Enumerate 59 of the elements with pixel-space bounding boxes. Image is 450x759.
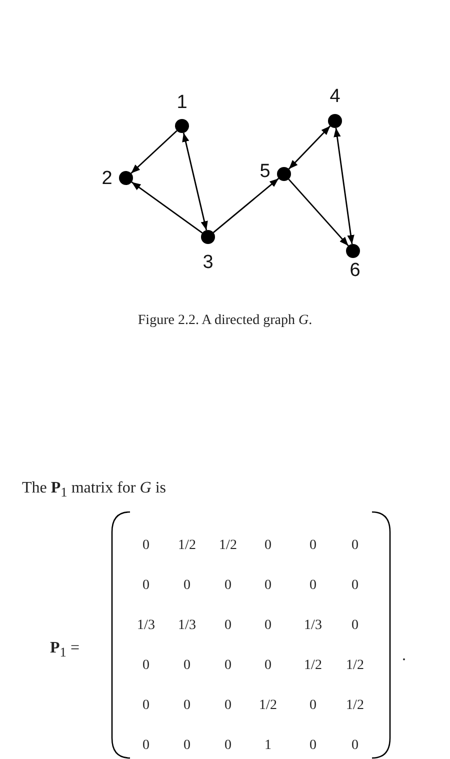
matrix-entry: 0 [224, 578, 232, 594]
matrix-entry: 0 [184, 738, 190, 754]
matrix-entry: 0 [310, 538, 316, 554]
matrix-entry: 0 [264, 578, 272, 594]
period: . [402, 647, 406, 665]
matrix-entry: 0 [142, 578, 150, 594]
vertex-number: 3 [202, 252, 214, 274]
arrow [131, 182, 203, 234]
matrix-entry: 0 [310, 738, 316, 754]
vertex-dot [175, 119, 189, 133]
arrow [182, 132, 208, 230]
matrix-entry: 0 [224, 738, 232, 754]
matrix-entry: 0 [352, 738, 358, 754]
matrix-entry: 1/2 [259, 698, 277, 714]
matrix-entry: 0 [264, 538, 272, 554]
matrix-entry: 0 [184, 578, 190, 594]
vertex-number: 6 [350, 260, 360, 282]
matrix-entry: 0 [184, 698, 190, 714]
matrix-entry: 0 [310, 698, 316, 714]
vertex-dot [346, 244, 360, 258]
matrix-entry: 0 [184, 658, 190, 674]
matrix-entry: 0 [142, 658, 150, 674]
matrix-entry: 0 [224, 618, 232, 634]
vertex-dot [201, 230, 215, 244]
matrix-entry: 0 [142, 538, 150, 554]
matrix-entry: 1 [264, 738, 272, 754]
matrix-entry: 0 [264, 618, 272, 634]
vertex-number: 4 [330, 86, 340, 108]
matrix-entry: 0 [352, 618, 358, 634]
matrix-entry: 1/3 [137, 618, 155, 634]
matrix-entry: 0 [310, 578, 316, 594]
matrix-entry: 1/2 [178, 538, 196, 554]
arrow [288, 178, 349, 246]
vertex-dot [119, 171, 133, 185]
matrix-entry: 1/3 [304, 618, 322, 634]
matrix-entry: 0 [352, 538, 358, 554]
vertex-number: 5 [260, 161, 270, 183]
vertex-number: 1 [176, 92, 188, 114]
figure-caption: Figure 2.2. A directed graph G. [136, 313, 314, 329]
sentence: The P$_{1}$ matrix for G is [22, 479, 166, 501]
matrix-entry: 1/3 [178, 618, 196, 634]
matrix-entry: 1/2 [219, 538, 237, 554]
matrix-entry: 0 [142, 738, 150, 754]
vertex-number: 2 [102, 168, 112, 190]
matrix-entry: 1/2 [346, 658, 364, 674]
arrow [212, 178, 280, 234]
matrix-entry: 0 [264, 658, 272, 674]
vertex-dot [277, 167, 291, 181]
matrix-entry: 1/2 [304, 658, 322, 674]
matrix-entry: 1/2 [346, 698, 364, 714]
matrix-entry: 0 [352, 578, 358, 594]
matrix-name: P$_{1}$ = [50, 639, 80, 661]
matrix-entry: 0 [142, 698, 150, 714]
arrow [288, 126, 331, 170]
arrow [130, 130, 178, 174]
arrow [334, 128, 354, 244]
matrix-entry: 0 [224, 698, 232, 714]
matrix-entry: 0 [224, 658, 232, 674]
vertex-dot [328, 114, 342, 128]
